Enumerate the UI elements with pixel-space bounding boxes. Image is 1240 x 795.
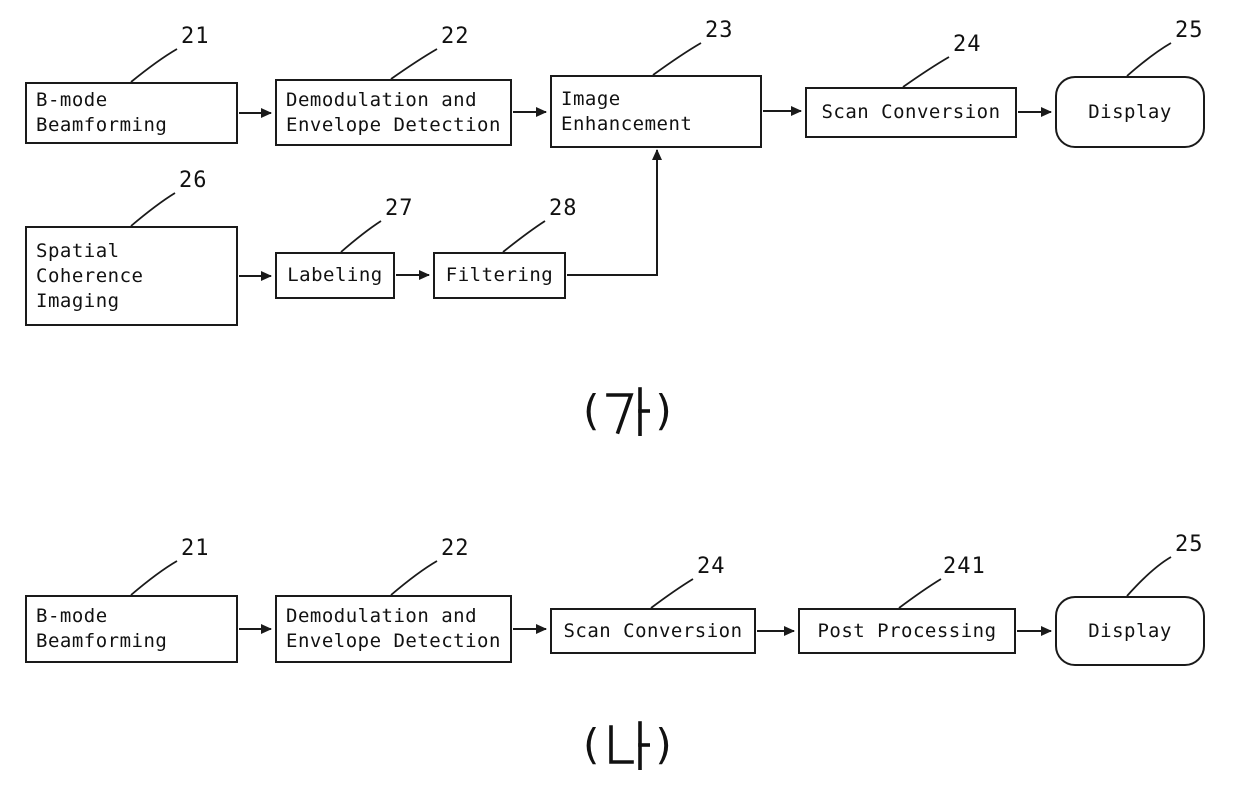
block-b-display: Display xyxy=(1055,596,1205,666)
ref-label-b-24: 24 xyxy=(697,554,726,579)
arrow-a-28-23 xyxy=(567,149,662,276)
leader-b-22 xyxy=(390,560,438,596)
ref-label-a-27: 27 xyxy=(385,196,414,221)
ref-label-a-24: 24 xyxy=(953,32,982,57)
leader-a-25 xyxy=(1126,42,1172,77)
leader-a-21 xyxy=(130,48,178,83)
ref-label-a-28: 28 xyxy=(549,196,578,221)
hangul-ga-glyph xyxy=(606,387,651,436)
block-a-filtering: Filtering xyxy=(433,252,566,299)
block-a-labeling: Labeling xyxy=(275,252,395,299)
block-a-image-enhancement: Image Enhancement xyxy=(550,75,762,148)
leader-a-28 xyxy=(502,220,546,253)
caption-a-open-paren: ( xyxy=(583,386,600,435)
caption-a-close-paren: ) xyxy=(655,386,672,435)
block-a-bmode-beamforming: B-mode Beamforming xyxy=(25,82,238,144)
block-a-display: Display xyxy=(1055,76,1205,148)
ref-label-a-23: 23 xyxy=(705,18,734,43)
ref-label-b-25: 25 xyxy=(1175,532,1204,557)
leader-b-21 xyxy=(130,560,178,596)
ref-label-a-22: 22 xyxy=(441,24,470,49)
leader-a-23 xyxy=(652,42,702,76)
caption-diagram-b: ( 나 ) xyxy=(583,720,672,770)
ref-label-b-22: 22 xyxy=(441,536,470,561)
leader-b-25 xyxy=(1126,556,1172,597)
ref-label-a-26: 26 xyxy=(179,168,208,193)
ref-label-b-241: 241 xyxy=(943,554,986,579)
leader-a-27 xyxy=(340,220,382,253)
ref-label-a-25: 25 xyxy=(1175,18,1204,43)
ref-label-b-21: 21 xyxy=(181,536,210,561)
block-b-scan-conversion: Scan Conversion xyxy=(550,608,756,654)
block-b-post-processing: Post Processing xyxy=(798,608,1016,654)
block-b-demodulation: Demodulation and Envelope Detection xyxy=(275,595,512,663)
leader-a-24 xyxy=(902,56,950,88)
caption-b-open-paren: ( xyxy=(583,720,600,769)
block-a-scan-conversion: Scan Conversion xyxy=(805,87,1017,138)
block-b-bmode-beamforming: B-mode Beamforming xyxy=(25,595,238,663)
leader-a-26 xyxy=(130,192,176,227)
block-a-spatial-coherence: Spatial Coherence Imaging xyxy=(25,226,238,326)
caption-diagram-a: ( 가 ) xyxy=(583,386,672,436)
leader-b-241 xyxy=(898,578,942,609)
block-a-demodulation: Demodulation and Envelope Detection xyxy=(275,79,512,146)
hangul-na-glyph xyxy=(609,721,651,770)
ref-label-a-21: 21 xyxy=(181,24,210,49)
caption-b-close-paren: ) xyxy=(655,720,672,769)
leader-b-24 xyxy=(650,578,694,609)
leader-a-22 xyxy=(390,48,438,80)
